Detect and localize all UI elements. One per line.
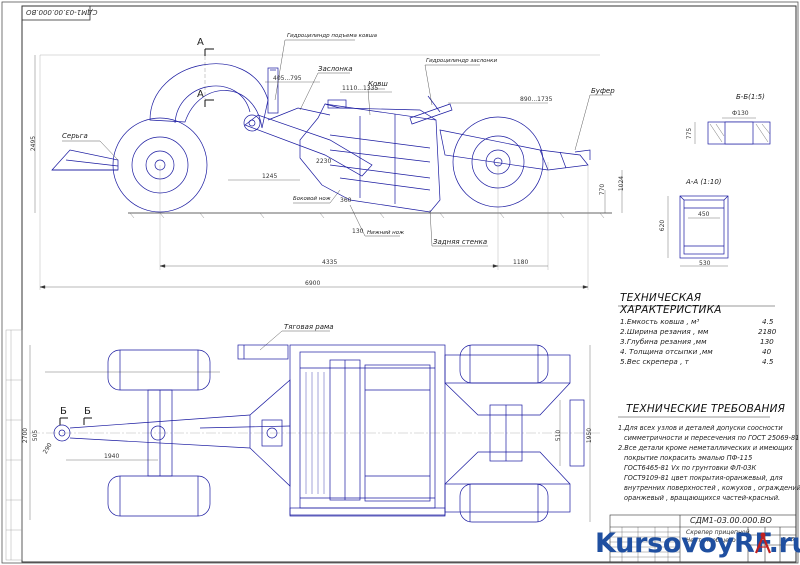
dim-360: 360 bbox=[340, 197, 352, 204]
label-nizhniy-nozh: Нижний нож bbox=[367, 230, 405, 236]
plan-view bbox=[29, 344, 600, 523]
label-bufer: Буфер bbox=[591, 87, 615, 95]
dim-505: 505 bbox=[32, 429, 40, 442]
hydro-cylinder bbox=[409, 95, 453, 125]
label-hydro-lift: Гидроцилиндр подъема ковша bbox=[287, 33, 377, 39]
plan-rear-frame bbox=[444, 354, 585, 513]
section-bb-marks bbox=[59, 417, 92, 425]
top-stamp-box bbox=[21, 5, 91, 21]
bb-dim-phi: Ф130 bbox=[732, 110, 749, 117]
spec-value-1: 4.5 bbox=[762, 317, 774, 326]
dim-1245: 1245 bbox=[262, 173, 278, 180]
rear-bumper bbox=[439, 129, 591, 171]
req-line-3: 2.Все детали кроме неметаллических и име… bbox=[618, 444, 793, 452]
title-block-scale: 1:15 bbox=[782, 537, 795, 543]
section-mark-a-bottom: А bbox=[197, 89, 204, 100]
dim-405: 405...795 bbox=[273, 75, 302, 82]
spec-value-5: 4.5 bbox=[762, 357, 774, 366]
dim-1940: 1940 bbox=[104, 453, 120, 460]
dim-2700: 2700 bbox=[22, 427, 30, 444]
dim-1110: 1110...1335 bbox=[342, 85, 379, 92]
spec-label-3: 3.Глубина резания ,мм bbox=[620, 337, 707, 346]
title-block-code: СДМ1-03.00.000.ВО bbox=[690, 516, 772, 525]
plan-drawbar bbox=[53, 414, 291, 449]
title-block-name-1: Скрепер прицепной bbox=[686, 529, 750, 536]
top-stamp-code: СДМ1-03.00.000.ВО bbox=[26, 8, 98, 16]
req-line-7: внутренних поверхностей , кожухов , огра… bbox=[624, 484, 800, 492]
dim-510: 510 bbox=[555, 429, 563, 442]
tow-frame-arm bbox=[243, 67, 373, 177]
aa-dim-h: 620 bbox=[659, 219, 667, 232]
section-mark-b-left: Б bbox=[60, 406, 67, 417]
bb-section-view bbox=[694, 117, 771, 145]
bb-view-title: Б-Б(1:5) bbox=[736, 93, 765, 101]
plan-rear-wheels bbox=[459, 344, 549, 523]
dim-2495: 2495 bbox=[30, 135, 38, 152]
label-serga: Серьга bbox=[62, 132, 88, 140]
spec-value-4: 40 bbox=[762, 347, 772, 356]
req-line-4: покрытие покрасить эмалью ПФ-115 bbox=[624, 454, 753, 462]
dim-4335: 4335 bbox=[322, 259, 338, 266]
req-line-6: ГОСТ9109-81 цвет покрытия-оранжевый, для bbox=[624, 474, 783, 482]
spec-label-5: 5.Вес скрепера , т bbox=[620, 357, 689, 366]
req-line-8: оранжевый , вращающихся частей-красный. bbox=[624, 494, 781, 502]
plan-bucket bbox=[289, 344, 446, 517]
label-bokovoy-nozh: Боковой нож bbox=[293, 196, 331, 202]
label-kovsh: Ковш bbox=[368, 80, 388, 88]
title-block-name-2: Чертеж общего в. bbox=[686, 537, 743, 544]
dim-2230: 2230 bbox=[316, 158, 332, 165]
req-line-1: 1.Для всех узлов и деталей допуски соосн… bbox=[618, 424, 783, 432]
watermark-suffix: .ru bbox=[768, 528, 800, 559]
drawbar bbox=[51, 149, 119, 171]
dim-1024: 1024 bbox=[618, 175, 626, 192]
watermark-main: KursovoyRF bbox=[595, 528, 769, 559]
spec-label-1: 1.Емкость ковша , м³ bbox=[620, 317, 700, 326]
label-hydro-zaslonka: Гидроцилиндр заслонки bbox=[426, 58, 498, 64]
drafting-compass-icon bbox=[754, 532, 772, 554]
dim-890: 890...1735 bbox=[520, 96, 553, 103]
spec-value-3: 130 bbox=[760, 337, 774, 346]
dim-6900: 6900 bbox=[305, 280, 321, 287]
aa-dim-b: 530 bbox=[699, 260, 711, 267]
aa-section-view bbox=[667, 195, 729, 267]
req-line-2: симметричности и пересечения по ГОСТ 250… bbox=[624, 434, 800, 442]
req-line-5: ГОСТ6465-81 Vx по грунтовки ФЛ-03К bbox=[624, 464, 757, 472]
dim-770: 770 bbox=[599, 183, 607, 196]
side-view bbox=[39, 54, 612, 290]
spec-label-2: 2.Ширина резания , мм bbox=[620, 327, 709, 336]
site-watermark: KursovoyRF.ru bbox=[595, 528, 800, 559]
aa-view-title: А-А (1:10) bbox=[686, 178, 722, 186]
dim-1180: 1180 bbox=[513, 259, 529, 266]
title-block bbox=[609, 514, 797, 563]
spec-title: ТЕХНИЧЕСКАЯ ХАРАКТЕРИСТИКА bbox=[620, 292, 722, 316]
label-tyagovaya-rama: Тяговая рама bbox=[284, 323, 334, 331]
bb-dim-h: 775 bbox=[686, 127, 694, 140]
left-margin-table bbox=[5, 329, 23, 561]
bucket bbox=[299, 99, 441, 213]
section-mark-b-right: Б bbox=[84, 406, 91, 417]
section-aa-marks bbox=[204, 48, 214, 107]
section-mark-a-top: А bbox=[197, 37, 204, 48]
requirements-title: ТЕХНИЧЕСКИЕ ТРЕБОВАНИЯ bbox=[626, 403, 786, 415]
spec-label-4: 4. Толщина отсыпки ,мм bbox=[620, 347, 713, 356]
dim-1950: 1950 bbox=[586, 427, 594, 444]
plan-front-wheels bbox=[107, 349, 211, 517]
label-zaslonka: Заслонка bbox=[318, 65, 353, 73]
leader-lines bbox=[62, 39, 612, 351]
label-zadnyaya-stenka: Задняя стенка bbox=[433, 238, 488, 246]
spec-value-2: 2180 bbox=[758, 327, 777, 336]
dimension-lines bbox=[34, 55, 623, 289]
aa-dim-w: 450 bbox=[698, 211, 710, 218]
dim-130: 130 bbox=[352, 228, 364, 235]
